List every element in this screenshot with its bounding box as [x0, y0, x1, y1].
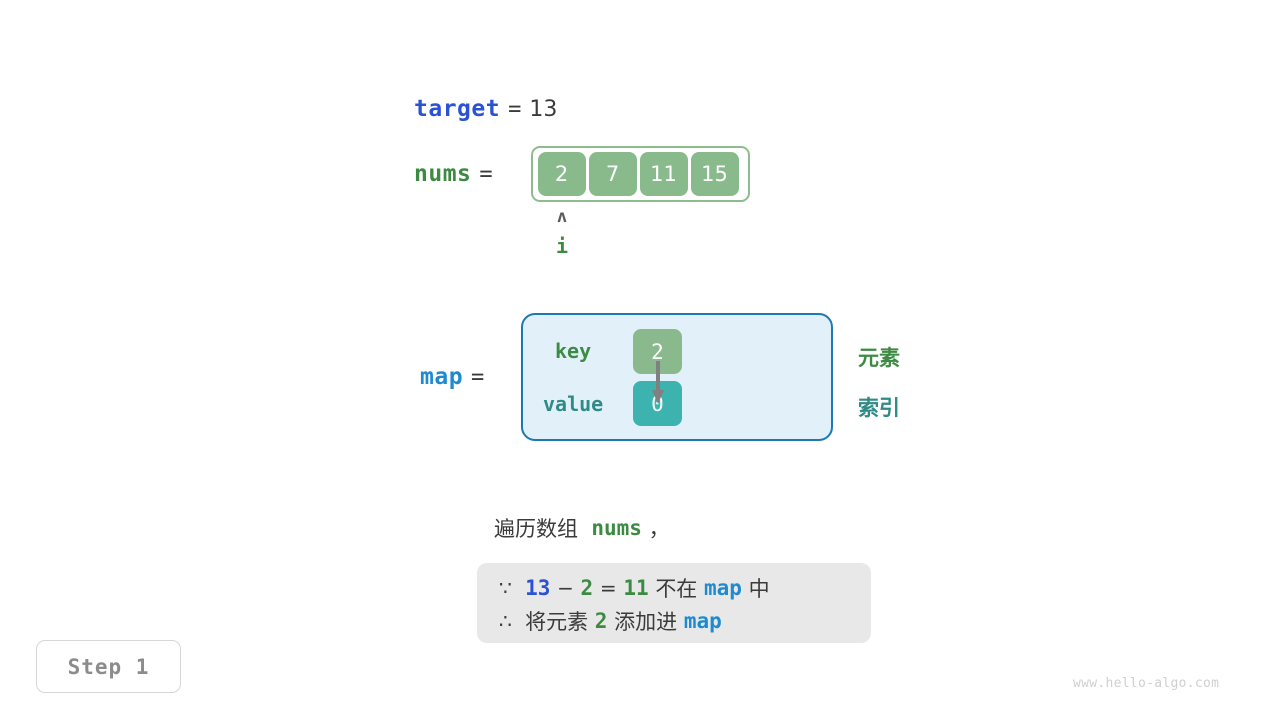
pointer-label-i: i	[555, 234, 569, 258]
watermark: www.hello-algo.com	[1073, 676, 1220, 691]
array-cell: 11	[639, 152, 688, 196]
caption-prefix-text: 遍历数组	[494, 517, 578, 541]
reasoning-in-text: 中	[748, 576, 770, 601]
caption-traverse-array: 遍历数组 nums ，	[494, 513, 670, 543]
map-declaration: map =	[420, 361, 492, 393]
reasoning-line-premise: ∵ 13 − 2 = 11 不在 map 中	[499, 571, 849, 604]
equals-operator: =	[599, 575, 617, 600]
map-key-label: key	[555, 339, 592, 363]
caret-up-icon: ʌ	[556, 207, 568, 227]
map-variable-name: map	[420, 364, 464, 390]
legend-element-label: 元素	[858, 346, 900, 370]
reasoning-added-element: 2	[594, 608, 608, 633]
nums-equals-sign: =	[479, 161, 493, 187]
legend-index-label: 索引	[858, 396, 900, 420]
target-equals-sign: =	[508, 96, 522, 122]
because-symbol-icon: ∵	[499, 575, 512, 600]
reasoning-box: ∵ 13 − 2 = 11 不在 map 中 ∴ 将元素 2 添加进 map	[477, 563, 871, 643]
array-cell: 15	[690, 152, 739, 196]
array-cell: 7	[588, 152, 637, 196]
nums-array: 2 7 11 15	[531, 146, 750, 202]
minus-operator: −	[557, 575, 574, 600]
target-variable-name: target	[414, 96, 501, 122]
map-equals-sign: =	[471, 364, 485, 390]
therefore-symbol-icon: ∴	[499, 608, 512, 633]
nums-variable-name: nums	[414, 161, 472, 187]
caption-nums-code: nums	[591, 516, 642, 540]
key-to-value-arrow-icon	[652, 361, 664, 404]
reasoning-complement-value: 11	[623, 575, 649, 600]
reasoning-target-value: 13	[525, 575, 551, 600]
reasoning-not-in-text: 不在	[655, 576, 698, 601]
step-badge: Step 1	[36, 640, 181, 693]
reasoning-add-into-text: 添加进	[614, 609, 678, 634]
caption-suffix-text: ，	[648, 517, 670, 541]
reasoning-map-code-1: map	[704, 575, 742, 600]
reasoning-line-conclusion: ∴ 将元素 2 添加进 map	[499, 604, 849, 637]
map-value-label: value	[543, 392, 604, 416]
index-pointer: ʌ i	[546, 208, 578, 258]
reasoning-add-element-text: 将元素	[525, 609, 589, 634]
target-value: 13	[529, 96, 558, 122]
reasoning-map-code-2: map	[683, 608, 722, 633]
nums-declaration: nums =	[414, 158, 501, 190]
reasoning-current-element: 2	[580, 575, 594, 600]
target-declaration: target = 13	[414, 92, 557, 126]
array-cell: 2	[537, 152, 586, 196]
